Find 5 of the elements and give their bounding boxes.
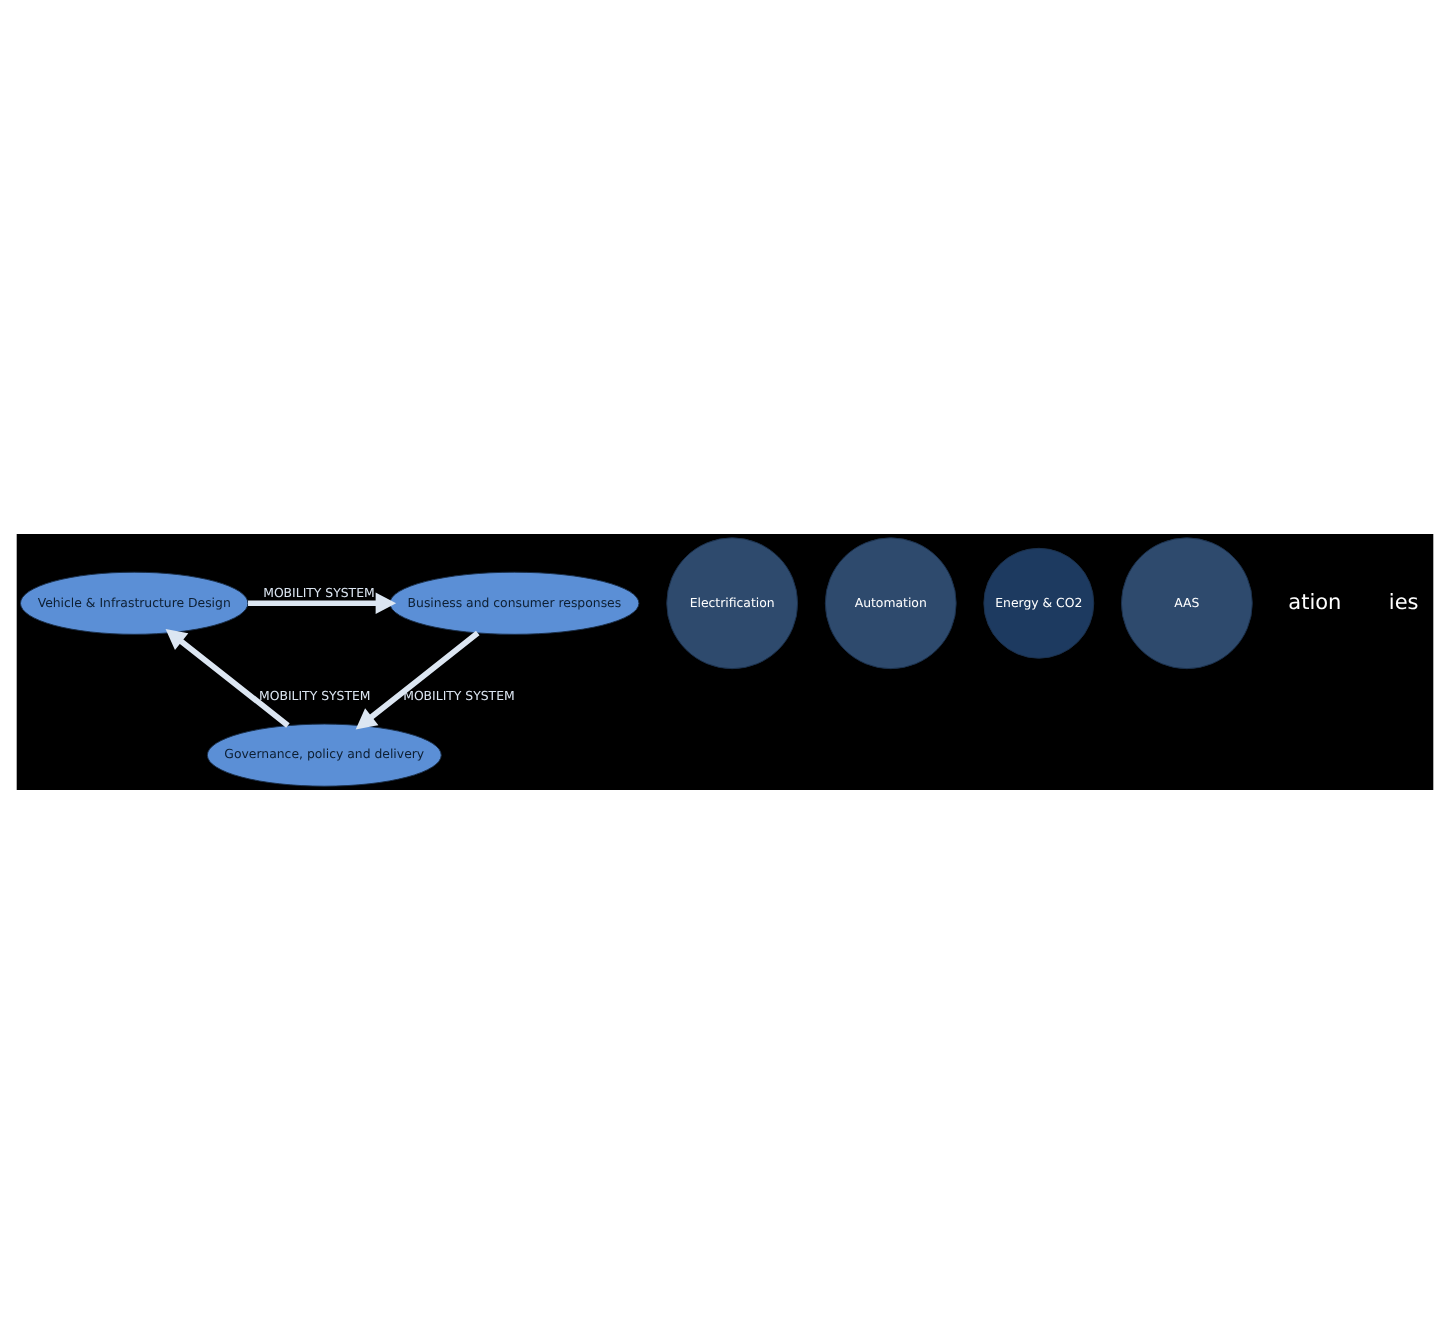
arrow [165,628,290,728]
label: ation [1288,590,1342,615]
label: ies [1388,590,1419,615]
arrow [355,630,480,730]
arrow [248,592,397,614]
